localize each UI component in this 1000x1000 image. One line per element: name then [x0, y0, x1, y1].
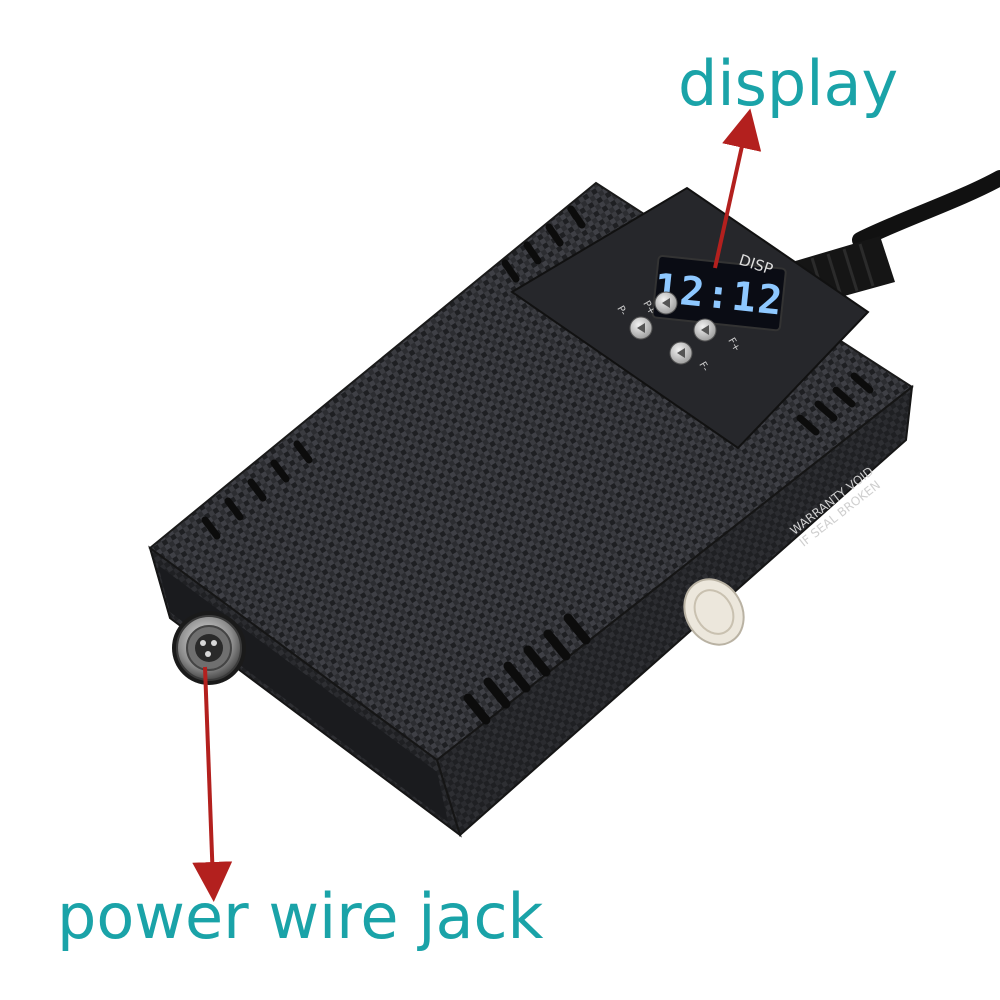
display-callout-arrow — [713, 108, 762, 269]
control-panel: 12:12 DISP P+ P- F+ F- — [510, 186, 870, 450]
power-jack-callout-arrow — [192, 666, 233, 902]
power-jack-callout: power wire jack — [57, 880, 544, 953]
button-p-minus[interactable] — [629, 316, 653, 340]
button-p-plus[interactable] — [654, 291, 678, 315]
vent-slots-top-left — [201, 205, 586, 540]
power-jack — [172, 611, 246, 685]
led-display: 12:12 — [651, 254, 787, 332]
display-callout: display — [678, 47, 898, 120]
vent-slots-lower — [463, 613, 591, 725]
warranty-seal — [683, 578, 745, 646]
button-f-plus[interactable] — [693, 318, 717, 342]
vent-slots-right — [796, 372, 874, 436]
button-f-minus[interactable] — [669, 341, 693, 365]
